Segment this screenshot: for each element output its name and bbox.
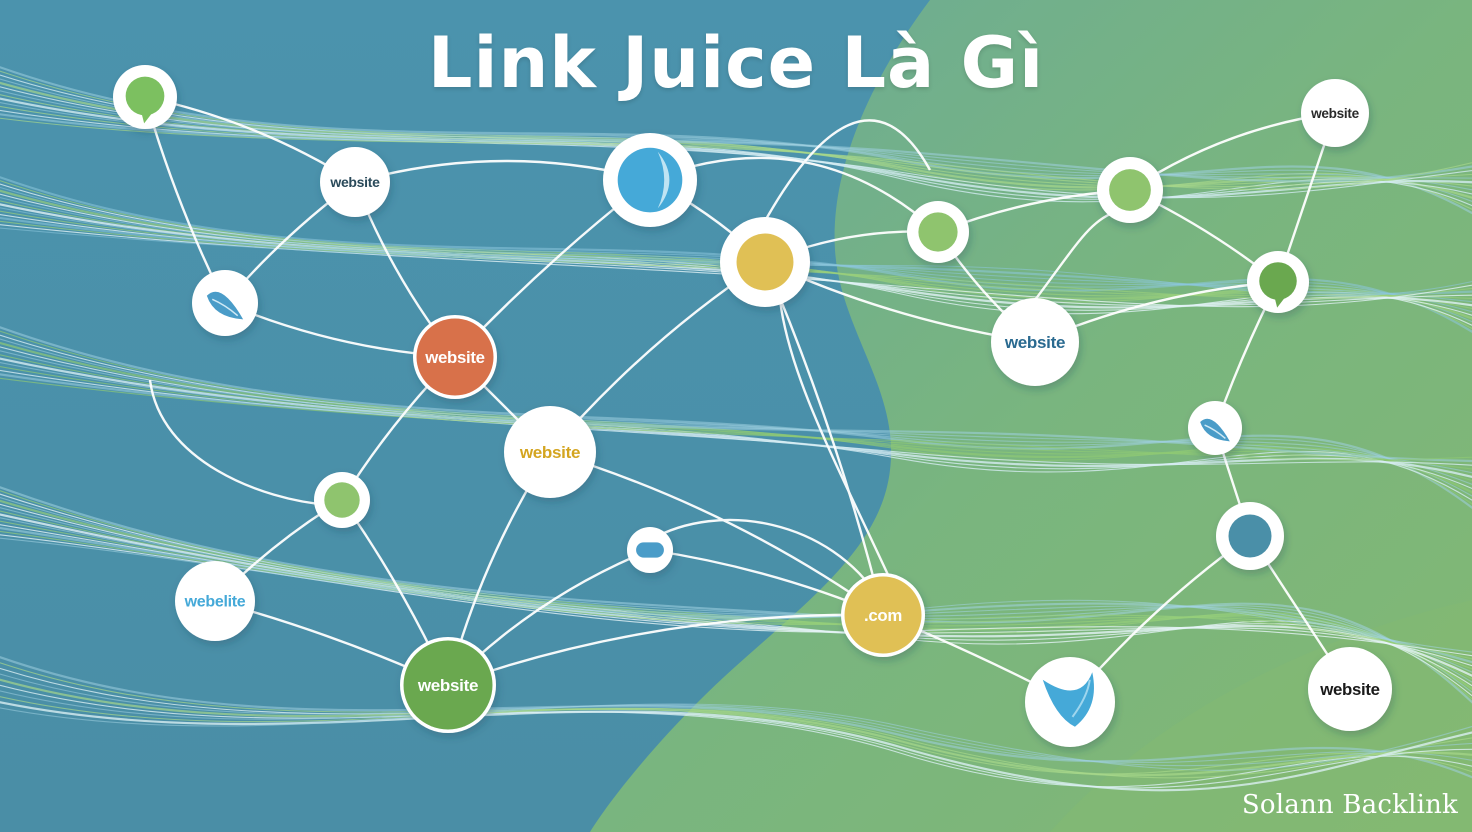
leaf-icon <box>206 291 244 320</box>
node-n7: website <box>1301 79 1369 147</box>
dot-icon <box>918 212 958 252</box>
dot-icon <box>324 482 360 518</box>
flow-strand <box>0 227 1472 297</box>
node-fill <box>844 576 922 654</box>
node-label: website <box>417 676 478 695</box>
flow-strand <box>0 701 1472 792</box>
chat-bubble-icon <box>125 76 165 124</box>
flow-strand <box>0 326 1472 510</box>
flow-strand <box>0 78 1472 203</box>
node-n4 <box>720 217 810 307</box>
page-title: Link Juice Là Gì <box>427 22 1045 104</box>
dot-icon <box>1228 514 1272 558</box>
network-link <box>778 299 897 591</box>
flow-strand <box>0 113 1472 183</box>
node-n5 <box>907 201 969 263</box>
node-n15 <box>1188 401 1242 455</box>
node-label: website <box>424 348 484 367</box>
network-link <box>447 613 884 687</box>
flow-strand <box>0 220 1472 299</box>
node-n16 <box>1216 502 1284 570</box>
flow-strand <box>0 105 1472 188</box>
node-n2: website <box>320 147 390 217</box>
wave-icon <box>1042 672 1094 727</box>
node-n17: webelite <box>175 561 255 641</box>
flow-strand <box>0 70 1472 211</box>
flow-strand <box>0 334 1472 501</box>
network-link <box>758 119 932 231</box>
flow-strand <box>0 365 1472 470</box>
node-label: webelite <box>184 594 246 611</box>
node-n18: .com <box>841 573 925 657</box>
flow-strand <box>0 377 1472 461</box>
node-n3 <box>603 133 697 227</box>
node-n9: website <box>413 315 497 399</box>
node-n12: website <box>504 406 596 498</box>
node-label: website <box>329 174 380 190</box>
flow-strand <box>0 703 1472 771</box>
node-circle <box>175 561 255 641</box>
node-label: website <box>1004 333 1065 352</box>
flow-strand <box>0 667 1472 788</box>
node-n19: website <box>400 637 496 733</box>
node-fill <box>403 640 493 730</box>
flow-strand <box>0 175 1472 334</box>
pill-icon <box>636 542 664 558</box>
watermark-text: Solann Backlink <box>1241 790 1458 820</box>
node-circle <box>504 406 596 498</box>
node-label: website <box>519 443 580 462</box>
flow-strand <box>0 695 1472 779</box>
dot-icon <box>736 233 794 291</box>
flow-strand <box>0 357 1472 478</box>
node-circle <box>1301 79 1369 147</box>
flow-strand <box>0 341 1472 494</box>
flow-strand <box>0 662 1472 775</box>
node-fill <box>416 318 494 396</box>
node-label: website <box>1319 680 1379 699</box>
network-link <box>649 518 882 601</box>
node-circle <box>320 147 390 217</box>
leaf-icon <box>1200 418 1230 442</box>
network-nodes: website website website website website webel… <box>113 65 1392 747</box>
node-label: website <box>1310 106 1360 121</box>
network-link <box>148 379 331 507</box>
flow-strand <box>0 655 1472 779</box>
flow-strand <box>0 338 1472 497</box>
node-n6 <box>1097 157 1163 223</box>
node-n14 <box>627 527 673 573</box>
node-n11 <box>1247 251 1309 313</box>
dot-icon <box>1109 169 1151 211</box>
flow-strand <box>0 330 1472 505</box>
node-label: .com <box>864 606 902 625</box>
node-n20 <box>1025 657 1115 747</box>
network-link <box>763 261 885 616</box>
globe-icon <box>617 147 683 213</box>
node-n1 <box>113 65 177 129</box>
node-circle <box>991 298 1079 386</box>
flow-strand <box>0 678 1472 777</box>
flow-strand <box>0 684 1472 789</box>
flow-strand <box>0 350 1472 485</box>
node-n13 <box>314 472 370 528</box>
node-circle <box>1308 647 1392 731</box>
node-n10: website <box>991 298 1079 386</box>
flow-strand <box>0 530 1472 660</box>
flow-strand <box>0 373 1472 463</box>
node-n8 <box>192 270 258 336</box>
flow-strand <box>0 673 1472 764</box>
flow-strand <box>0 74 1472 207</box>
chat-bubble-icon <box>1259 262 1297 308</box>
flow-strand <box>0 690 1472 767</box>
node-n21: website <box>1308 647 1392 731</box>
